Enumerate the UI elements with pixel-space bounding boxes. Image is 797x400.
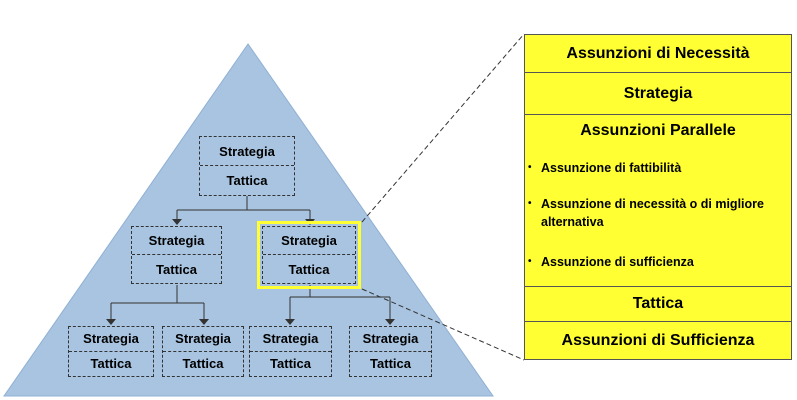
bullet-sufficiency: • Assunzione di sufficienza (525, 253, 791, 271)
node-tactic-label: Tattica (288, 261, 330, 277)
node-strategy-label: Strategia (69, 327, 153, 352)
panel-row-necessity: Assunzioni di Necessità (525, 35, 791, 73)
node-tactic-label: Tattica (182, 356, 224, 372)
node-strategy-label: Strategia (163, 327, 243, 352)
connector-arrowheads-level2 (172, 219, 315, 225)
panel-row-strategy: Strategia (525, 73, 791, 115)
node-strategy-label: Strategia (350, 327, 431, 352)
node-tactic-label: Tattica (90, 356, 132, 372)
panel-row-sufficiency: Assunzioni di Sufficienza (561, 331, 755, 349)
bullet-marker: • (528, 256, 532, 267)
connector-level2-right (289, 285, 391, 320)
assumptions-panel: Assunzioni di Necessità Strategia Assunz… (524, 34, 792, 360)
node-level3-1: Strategia Tattica (68, 326, 154, 377)
node-level3-4: Strategia Tattica (349, 326, 432, 377)
node-level2-left: Strategia Tattica (131, 226, 222, 284)
node-strategy-label: Strategia (200, 137, 294, 166)
node-tactic-label: Tattica (370, 356, 411, 372)
bullet-text: Assunzione di fattibilità (541, 161, 682, 175)
pyramid-shape (3, 43, 494, 397)
zoom-line-top (361, 33, 525, 223)
node-strategy-label: Strategia (250, 327, 331, 352)
panel-row-parallel: Assunzioni Parallele (580, 122, 736, 139)
node-level1: Strategia Tattica (199, 136, 295, 196)
node-tactic-label: Tattica (270, 356, 311, 372)
connector-level2-left (110, 285, 205, 320)
bullet-text: Assunzione di sufficienza (541, 255, 694, 269)
node-level3-2: Strategia Tattica (162, 326, 244, 377)
bullet-text: Assunzione di necessità o di migliore al… (541, 197, 764, 229)
bullet-feasibility: • Assunzione di fattibilità (525, 159, 791, 177)
panel-parallel-block: Assunzioni Parallele • Assunzione di fat… (525, 115, 791, 287)
zoom-line-bottom (361, 288, 525, 361)
node-strategy-label: Strategia (132, 227, 221, 255)
bullet-marker: • (528, 198, 532, 209)
node-tactic-label: Tattica (226, 173, 268, 188)
bullet-necessity-alternative: • Assunzione di necessità o di migliore … (525, 195, 791, 231)
node-level2-right: Strategia Tattica (257, 221, 361, 289)
node-strategy-label: Strategia (263, 227, 355, 255)
node-tactic-label: Tattica (156, 261, 197, 277)
node-level3-3: Strategia Tattica (249, 326, 332, 377)
bullet-marker: • (528, 162, 532, 173)
connector-arrowheads-level3 (106, 319, 395, 325)
panel-row-tactic: Tattica (525, 287, 791, 322)
